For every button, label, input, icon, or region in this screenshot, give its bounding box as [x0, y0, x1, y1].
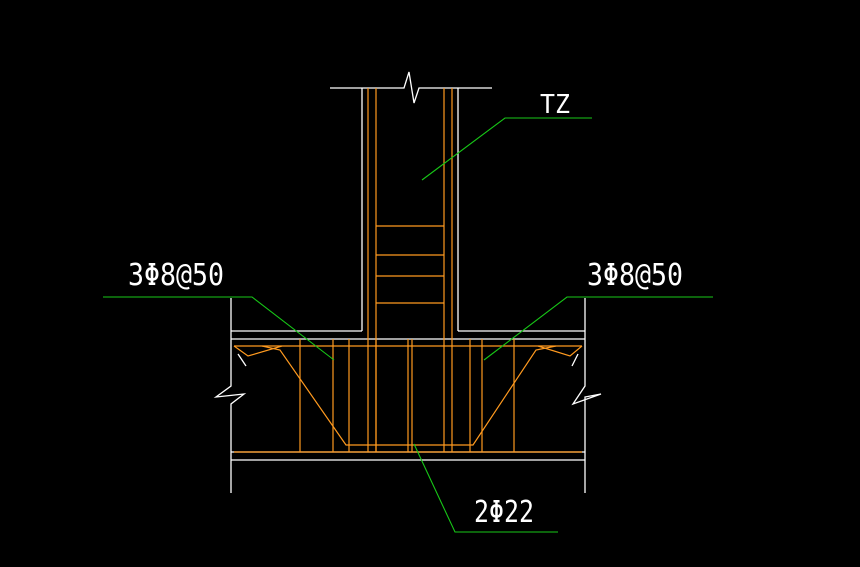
label-tz: TZ — [540, 90, 570, 120]
leader-tz — [421, 117, 592, 181]
text-labels: TZ 3Φ8@50 3Φ8@50 2Φ22 — [128, 90, 683, 530]
label-stirrup-right: 3Φ8@50 — [587, 258, 683, 293]
leader-bottom-bars — [413, 443, 558, 533]
column-break-line — [330, 71, 492, 104]
right-end-tick — [571, 353, 579, 367]
leader-lines — [103, 117, 713, 533]
label-stirrup-left: 3Φ8@50 — [128, 258, 224, 293]
left-end-tick — [237, 353, 247, 367]
top-bar-hook-left — [233, 345, 283, 357]
beam-left-end-break — [213, 298, 247, 493]
leader-right-stirrup — [483, 296, 713, 361]
rebar-group — [233, 88, 583, 453]
top-bar-hook-right — [537, 345, 583, 357]
beam-right-end-break — [571, 298, 602, 493]
label-bottom-bars: 2Φ22 — [474, 495, 534, 530]
leader-left-stirrup — [103, 296, 335, 361]
bent-up-bar — [261, 345, 557, 446]
